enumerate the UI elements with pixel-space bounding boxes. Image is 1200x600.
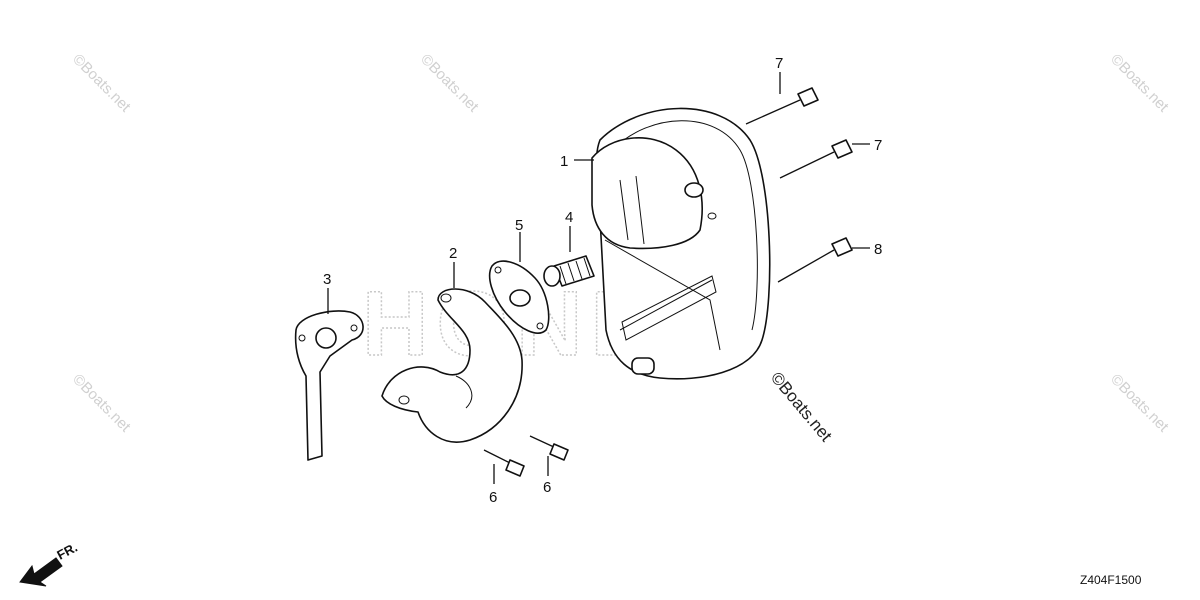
callout-8: 8 [874,241,882,258]
leader-lines [327,72,870,484]
site-watermark-dark: ©Boats.net [767,368,836,445]
site-watermark: ©Boats.net [69,51,134,116]
callout-4: 4 [565,209,573,226]
callout-1: 1 [560,153,568,170]
site-watermark: ©Boats.net [1107,371,1172,436]
site-watermark: ©Boats.net [417,51,482,116]
protector-drawing [381,288,523,443]
callout-numbers: 1 2 3 4 5 6 6 7 7 8 [323,55,882,506]
callout-3: 3 [323,271,331,288]
callout-6-left: 6 [489,489,497,506]
bolts-drawing [483,87,853,477]
site-watermark: ©Boats.net [69,371,134,436]
callout-6-right: 6 [543,479,551,496]
muffler-drawing [591,107,771,380]
callout-7-mid: 7 [874,137,882,154]
front-direction-arrow: FR. [19,540,80,587]
arrester-drawing [543,255,595,287]
callout-5: 5 [515,217,523,234]
stay-drawing [294,310,364,461]
diagram-code: Z404F1500 [1080,573,1142,587]
callout-2: 2 [449,245,457,262]
callout-7-top: 7 [775,55,783,72]
site-watermark: ©Boats.net [1107,51,1172,116]
front-label: FR. [54,540,80,563]
gasket-drawing [488,260,550,334]
